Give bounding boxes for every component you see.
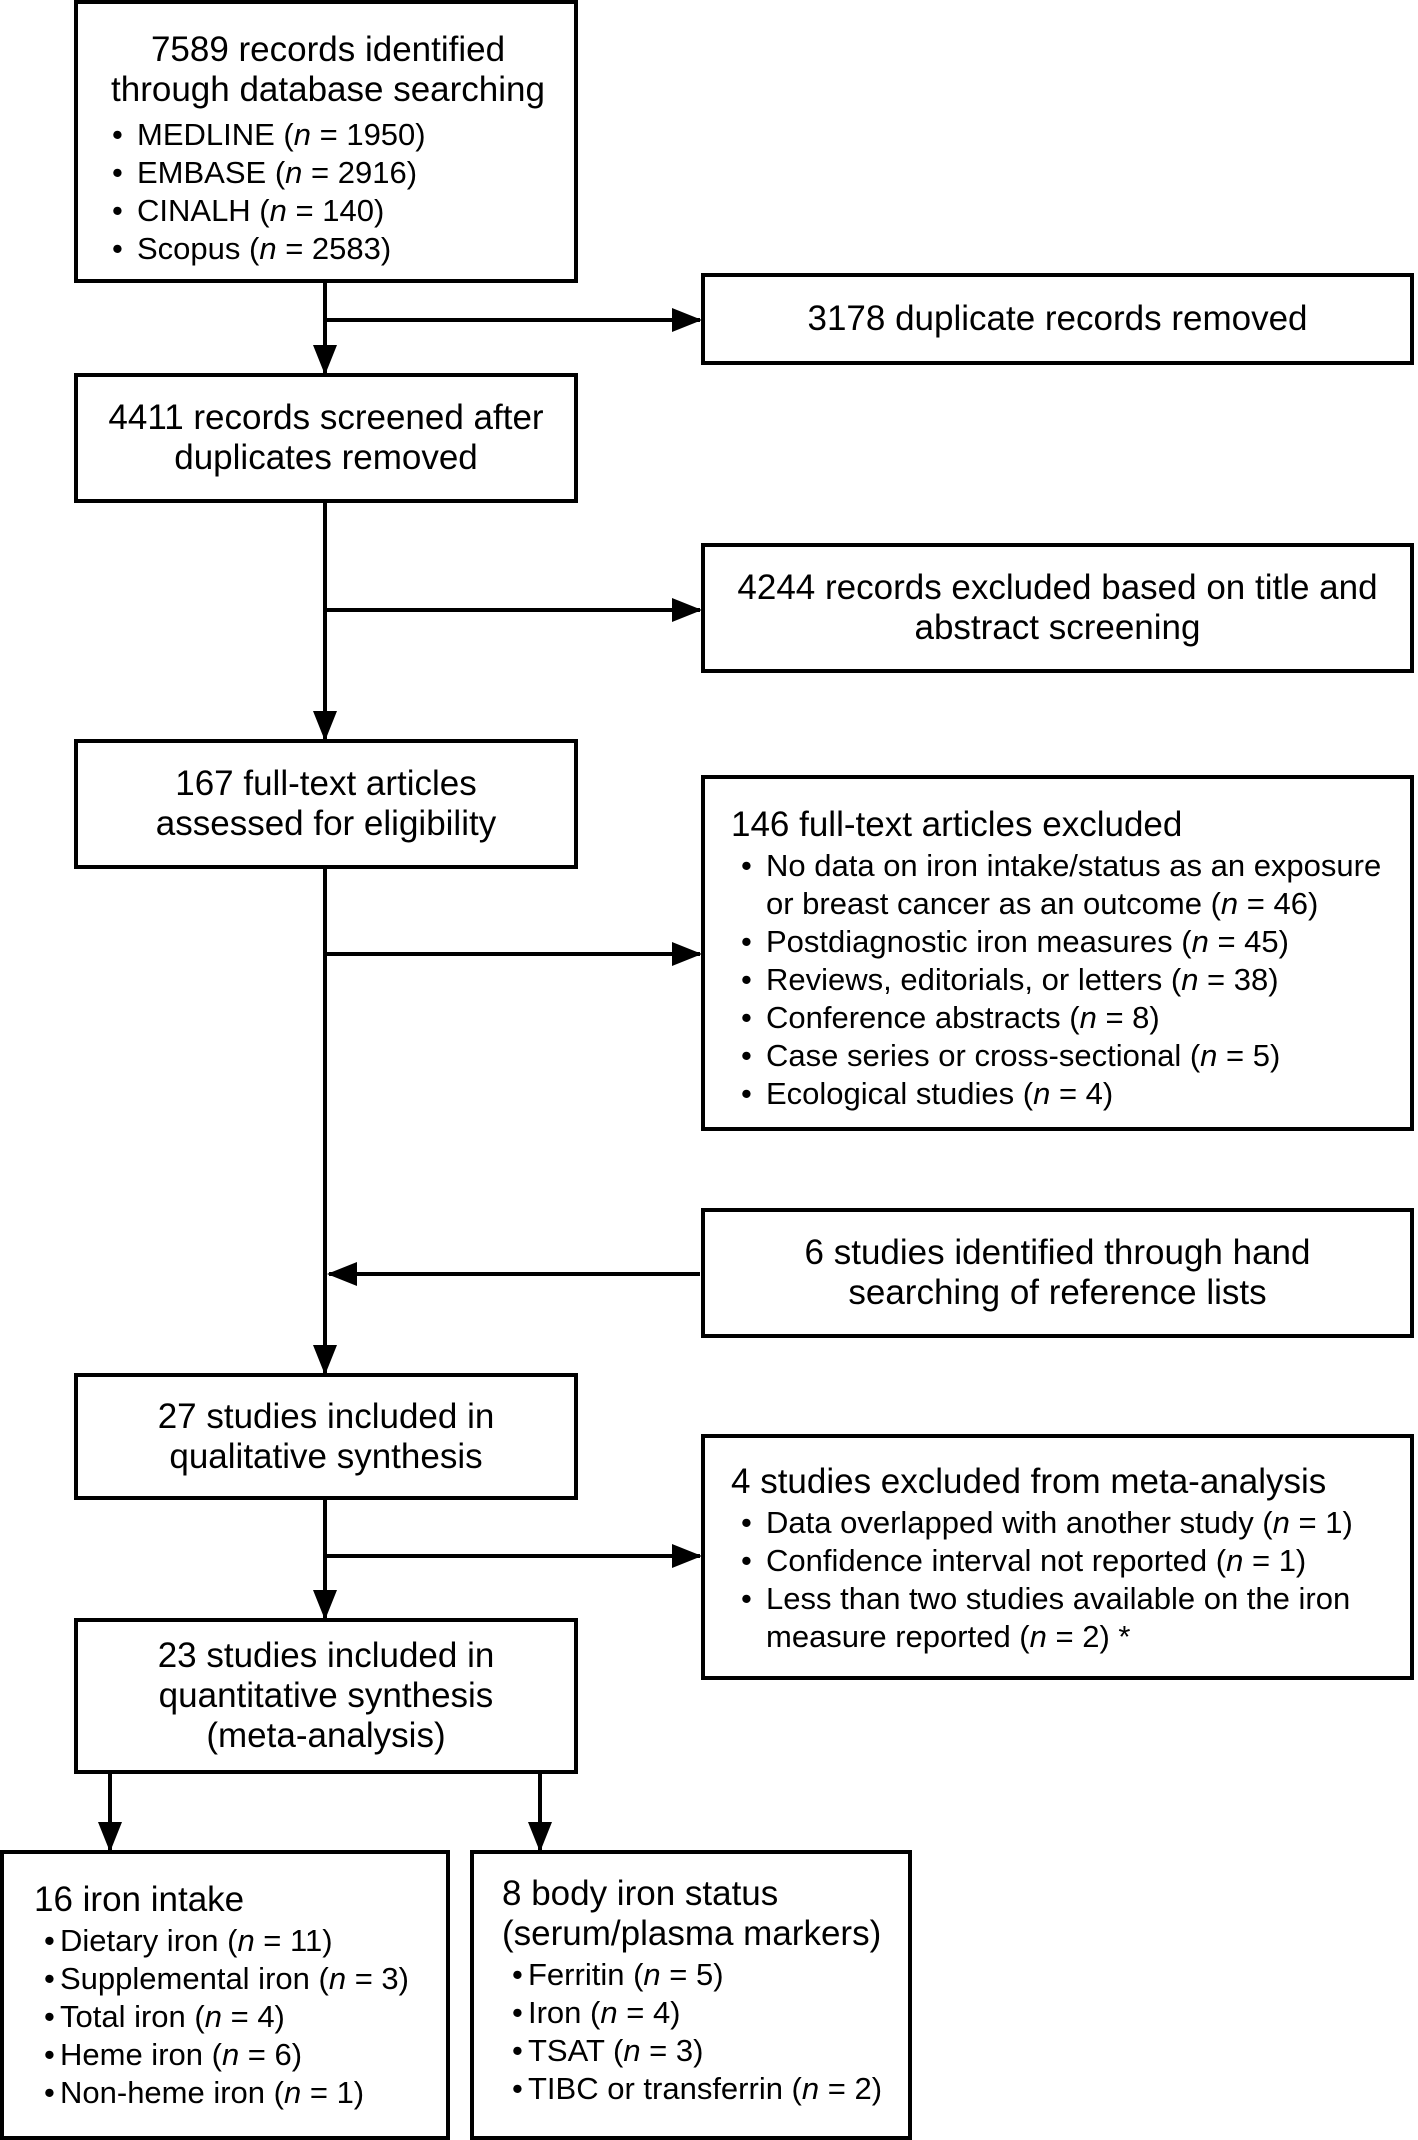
records-screened-box: 4411 records screened after duplicates r… [74, 373, 578, 503]
list-item: CINALH (n = 140) [102, 192, 554, 230]
list-item: MEDLINE (n = 1950) [102, 116, 554, 154]
list-item: Postdiagnostic iron measures (n = 45) [731, 923, 1390, 961]
quantitative-synthesis-box: 23 studies included in quantitative synt… [74, 1618, 578, 1774]
list-item: Non-heme iron (n = 1) [34, 2074, 436, 2112]
list-item: Less than two studies available on the i… [731, 1580, 1390, 1656]
list-item: Data overlapped with another study (n = … [731, 1504, 1390, 1542]
list-item: Supplemental iron (n = 3) [34, 1960, 436, 1998]
list-item: Dietary iron (n = 11) [34, 1922, 436, 1960]
iron-intake-title: 16 iron intake [34, 1880, 245, 1919]
list-item: Scopus (n = 2583) [102, 230, 554, 268]
list-item: Iron (n = 4) [502, 1994, 898, 2032]
records-identified-title: 7589 records identified through database… [111, 30, 545, 109]
excluded-title-abstract-box: 4244 records excluded based on title and… [701, 543, 1414, 673]
list-item: Confidence interval not reported (n = 1) [731, 1542, 1390, 1580]
qualitative-synthesis-box: 27 studies included in qualitative synth… [74, 1373, 578, 1500]
list-item: TSAT (n = 3) [502, 2032, 898, 2070]
list-item: Ecological studies (n = 4) [731, 1075, 1390, 1113]
fulltext-assessed-text: 167 full-text articles assessed for elig… [155, 764, 497, 843]
list-item: Case series or cross-sectional (n = 5) [731, 1037, 1390, 1075]
list-item: Ferritin (n = 5) [502, 1956, 898, 1994]
list-item: EMBASE (n = 2916) [102, 154, 554, 192]
exclusion-reasons-list: No data on iron intake/status as an expo… [731, 847, 1390, 1113]
list-item: Reviews, editorials, or letters (n = 38) [731, 961, 1390, 999]
quantitative-synthesis-text: 23 studies included in quantitative synt… [157, 1636, 495, 1755]
meta-exclusion-list: Data overlapped with another study (n = … [731, 1504, 1390, 1656]
fulltext-excluded-box: 146 full-text articles excluded No data … [701, 775, 1414, 1131]
excluded-title-abstract-text: 4244 records excluded based on title and… [737, 568, 1378, 647]
meta-excluded-title: 4 studies excluded from meta-analysis [731, 1462, 1327, 1501]
hand-search-box: 6 studies identified through hand search… [701, 1208, 1414, 1338]
list-item: No data on iron intake/status as an expo… [731, 847, 1390, 923]
duplicates-removed-box: 3178 duplicate records removed [701, 273, 1414, 365]
fulltext-excluded-title: 146 full-text articles excluded [731, 805, 1183, 844]
list-item: Heme iron (n = 6) [34, 2036, 436, 2074]
iron-intake-box: 16 iron intake Dietary iron (n = 11) Sup… [0, 1850, 450, 2140]
list-item: Total iron (n = 4) [34, 1998, 436, 2036]
iron-status-title: 8 body iron status (serum/plasma markers… [502, 1874, 882, 1953]
records-identified-box: 7589 records identified through database… [74, 0, 578, 283]
database-list: MEDLINE (n = 1950) EMBASE (n = 2916) CIN… [102, 116, 554, 268]
meta-excluded-box: 4 studies excluded from meta-analysis Da… [701, 1434, 1414, 1680]
records-screened-text: 4411 records screened after duplicates r… [108, 398, 544, 477]
qualitative-synthesis-text: 27 studies included in qualitative synth… [157, 1396, 495, 1476]
iron-intake-list: Dietary iron (n = 11) Supplemental iron … [34, 1922, 436, 2112]
list-item: Conference abstracts (n = 8) [731, 999, 1390, 1037]
duplicates-removed-text: 3178 duplicate records removed [807, 299, 1308, 338]
iron-status-list: Ferritin (n = 5) Iron (n = 4) TSAT (n = … [502, 1956, 898, 2108]
list-item: TIBC or transferrin (n = 2) [502, 2070, 898, 2108]
fulltext-assessed-box: 167 full-text articles assessed for elig… [74, 739, 578, 869]
hand-search-text: 6 studies identified through hand search… [804, 1233, 1311, 1312]
iron-status-box: 8 body iron status (serum/plasma markers… [470, 1850, 912, 2140]
